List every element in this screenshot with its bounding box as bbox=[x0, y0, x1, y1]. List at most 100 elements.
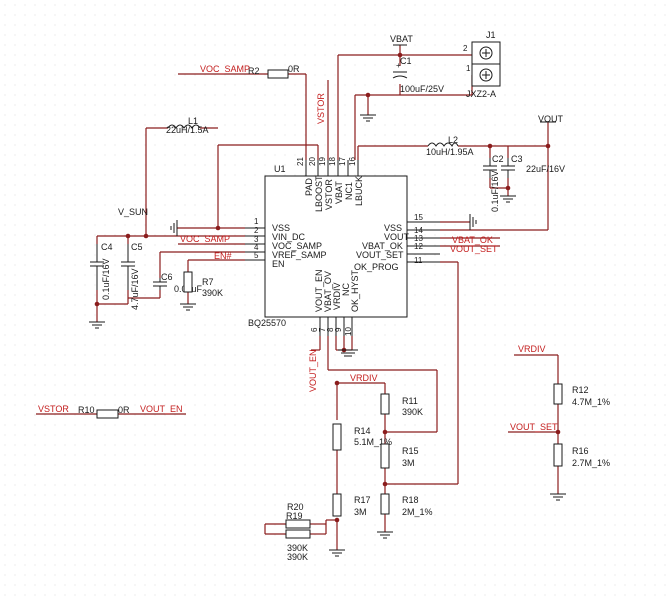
net-label-vstor: VSTOR bbox=[316, 93, 326, 124]
l1-ref: L1 bbox=[188, 116, 198, 126]
l2-ref: L2 bbox=[448, 135, 458, 145]
connector-j1: J1 JXZ2-A 2 1 bbox=[463, 30, 501, 99]
r10-ref: R10 bbox=[78, 405, 95, 415]
c1-ref: C1 bbox=[400, 56, 412, 66]
u1-pin-num-2: 2 bbox=[254, 226, 259, 235]
ground-u1-vss-right bbox=[469, 214, 477, 230]
j1-pin1: 1 bbox=[466, 64, 471, 73]
r16-value: 2.7M_1% bbox=[572, 458, 610, 468]
l2-value: 10uH/1.95A bbox=[426, 147, 474, 157]
u1-part: BQ25570 bbox=[248, 318, 286, 328]
r12-value: 4.7M_1% bbox=[572, 397, 610, 407]
inductor-l2: L2 10uH/1.95A bbox=[426, 135, 474, 157]
r20-value: 390K bbox=[287, 543, 308, 553]
r7-ref: R7 bbox=[202, 277, 214, 287]
r14-value: 5.1M_1% bbox=[354, 437, 392, 447]
u1-bottom-pins: 6 7 8 9 10 VOUT_EN VBAT_OV VRDIV NC OK_H… bbox=[310, 269, 360, 336]
r11-ref: R11 bbox=[402, 396, 418, 406]
resistor-r11: R11 390K bbox=[380, 393, 423, 417]
u1-pin-num-20: 20 bbox=[308, 157, 317, 166]
resistor-r14: R14 5.1M_1% bbox=[332, 423, 392, 451]
u1-pin-num-1: 1 bbox=[254, 217, 259, 226]
net-label-voc-samp-left: VOC_SAMP bbox=[180, 234, 230, 244]
u1-pin-num-11: 11 bbox=[414, 256, 423, 265]
u1-body bbox=[264, 175, 408, 318]
r19-ref: R19 bbox=[286, 511, 303, 521]
r15-ref: R15 bbox=[402, 446, 419, 456]
r11-value: 390K bbox=[402, 407, 423, 417]
net-label-vout-en-bottom: VOUT_EN bbox=[140, 404, 183, 414]
u1-pin-name-nc: NC bbox=[341, 283, 351, 296]
c2-ref: C2 bbox=[492, 154, 504, 164]
r7-value: 390K bbox=[202, 288, 223, 298]
resistor-r10: R10 0R bbox=[78, 405, 130, 419]
u1-pin-num-21: 21 bbox=[296, 157, 305, 166]
r18-ref: R18 bbox=[402, 495, 419, 505]
ground-r16 bbox=[550, 493, 566, 501]
u1-pin-name-vin-dc: VIN_DC bbox=[272, 232, 306, 242]
resistor-r7: R7 390K bbox=[183, 271, 223, 298]
u1-pin-num-15: 15 bbox=[414, 213, 423, 222]
ground-c2-c3 bbox=[500, 195, 516, 203]
u1-pin-num-6: 6 bbox=[310, 327, 319, 332]
r14-ref: R14 bbox=[354, 426, 371, 436]
vbat-label: VBAT bbox=[390, 34, 413, 44]
r18-value: 2M_1% bbox=[402, 507, 433, 517]
vout-label: VOUT bbox=[538, 114, 564, 124]
c4-ref: C4 bbox=[101, 242, 113, 252]
r10-value: 0R bbox=[118, 405, 130, 415]
net-label-en: EN# bbox=[214, 251, 232, 261]
u1-chip: U1 BQ25570 1 2 3 4 5 VSS VIN_DC VOC_SAMP… bbox=[245, 157, 440, 336]
resistor-r12: R12 4.7M_1% bbox=[553, 383, 610, 407]
ground-u1-bottom bbox=[338, 349, 358, 357]
net-label-vrdiv-right: VRDIV bbox=[518, 344, 546, 354]
u1-pin-num-18: 18 bbox=[328, 157, 337, 166]
ground-symbols bbox=[89, 114, 566, 557]
resistor-r19: R19 390K bbox=[285, 511, 311, 562]
u1-pin-name-lbuck: LBUCK bbox=[354, 176, 364, 206]
u1-pin-num-7: 7 bbox=[318, 327, 327, 332]
junction-dots bbox=[94, 52, 561, 523]
r2-ref: R2 bbox=[248, 66, 260, 76]
u1-pin-name-vbat-ov: VBAT_OV bbox=[323, 271, 333, 312]
u1-pin-name-vrdiv: VRDIV bbox=[332, 282, 342, 310]
capacitor-c4: C4 0.1uF/16V bbox=[90, 242, 113, 300]
svg-text:+: + bbox=[396, 61, 401, 70]
u1-pin-name-vss-15: VSS bbox=[384, 223, 402, 233]
c6-ref: C6 bbox=[161, 272, 173, 282]
u1-pin-name-ok-hyst: OK_HYST bbox=[350, 269, 360, 312]
r19-value: 390K bbox=[287, 552, 308, 562]
u1-pin-num-17: 17 bbox=[338, 157, 347, 166]
resistor-r2: R2 0R bbox=[248, 64, 300, 79]
ground-c1 bbox=[360, 114, 376, 122]
v-sun-label: V_SUN bbox=[118, 207, 148, 217]
u1-top-pins: 21 20 19 18 17 16 PAD LBOOST VSTOR VBAT … bbox=[296, 157, 364, 212]
c2-value: 0.1uF/16V bbox=[490, 170, 500, 212]
components: R2 0R + C1 100uF/25V L1 22uH/1.5A L2 10u… bbox=[78, 56, 610, 562]
r2-value: 0R bbox=[288, 64, 300, 74]
u1-pin-name-pad: PAD bbox=[304, 178, 314, 196]
net-label-vbat-ok: VBAT_OK bbox=[452, 235, 493, 245]
u1-pin-name-vstor: VSTOR bbox=[324, 179, 334, 210]
u1-pin-num-9: 9 bbox=[334, 327, 343, 332]
net-label-vout-en: VOUT_EN bbox=[308, 349, 318, 392]
r12-ref: R12 bbox=[572, 385, 589, 395]
u1-pin-name-vss: VSS bbox=[272, 223, 290, 233]
u1-pin-name-nc1: NC1 bbox=[344, 182, 354, 200]
capacitor-c3: C3 22uF/16V bbox=[501, 154, 565, 178]
u1-pin-num-12: 12 bbox=[414, 242, 423, 251]
u1-pin-num-10: 10 bbox=[344, 327, 353, 336]
u1-pin-num-19: 19 bbox=[318, 157, 327, 166]
resistor-r20: R20 390K bbox=[285, 502, 311, 553]
u1-pin-name-vbat-ok: VBAT_OK bbox=[362, 241, 403, 251]
resistor-r17: R17 3M bbox=[332, 493, 371, 517]
r16-ref: R16 bbox=[572, 446, 589, 456]
c3-value: 22uF/16V bbox=[526, 164, 565, 174]
u1-ref: U1 bbox=[274, 164, 286, 174]
u1-pin-num-13: 13 bbox=[414, 234, 423, 243]
net-label-vout-set-lower: VOUT_SET bbox=[510, 422, 558, 432]
u1-pin-num-8: 8 bbox=[326, 327, 335, 332]
u1-pin-num-4: 4 bbox=[254, 243, 259, 252]
c5-value: 4.7uF/16V bbox=[130, 268, 140, 310]
resistor-r15: R15 3M bbox=[380, 443, 419, 469]
